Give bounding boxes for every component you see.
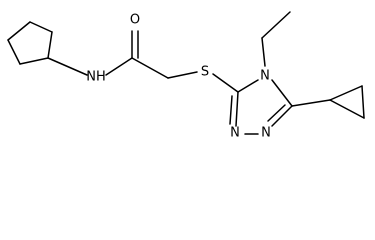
cyclopentyl-ring bbox=[7, 21, 53, 65]
structure-canvas: O NH S N N N bbox=[7, 11, 365, 141]
bond-ring-cyclopropyl bbox=[291, 99, 331, 107]
molecule-diagram: O NH S N N N bbox=[7, 11, 365, 141]
bond-nh-carbonyl bbox=[105, 57, 133, 76]
atom-n-ring-right: N bbox=[261, 126, 271, 141]
atom-s-thioether: S bbox=[201, 65, 209, 80]
atom-n4-ring: N bbox=[260, 69, 270, 84]
cyclopropyl-ring bbox=[329, 85, 365, 119]
bond-ring-nh bbox=[47, 57, 88, 76]
ethyl-group bbox=[261, 11, 291, 67]
atom-o-carbonyl: O bbox=[130, 13, 140, 28]
carbonyl-double-bond bbox=[131, 30, 139, 59]
bond-s-ring bbox=[212, 73, 239, 93]
atom-n-ring-left: N bbox=[230, 126, 240, 141]
triazole-ring bbox=[229, 79, 293, 135]
atom-nh-amide: NH bbox=[86, 70, 106, 85]
bond-ch2-s bbox=[167, 71, 198, 79]
bond-carbonyl-ch2 bbox=[131, 57, 169, 79]
